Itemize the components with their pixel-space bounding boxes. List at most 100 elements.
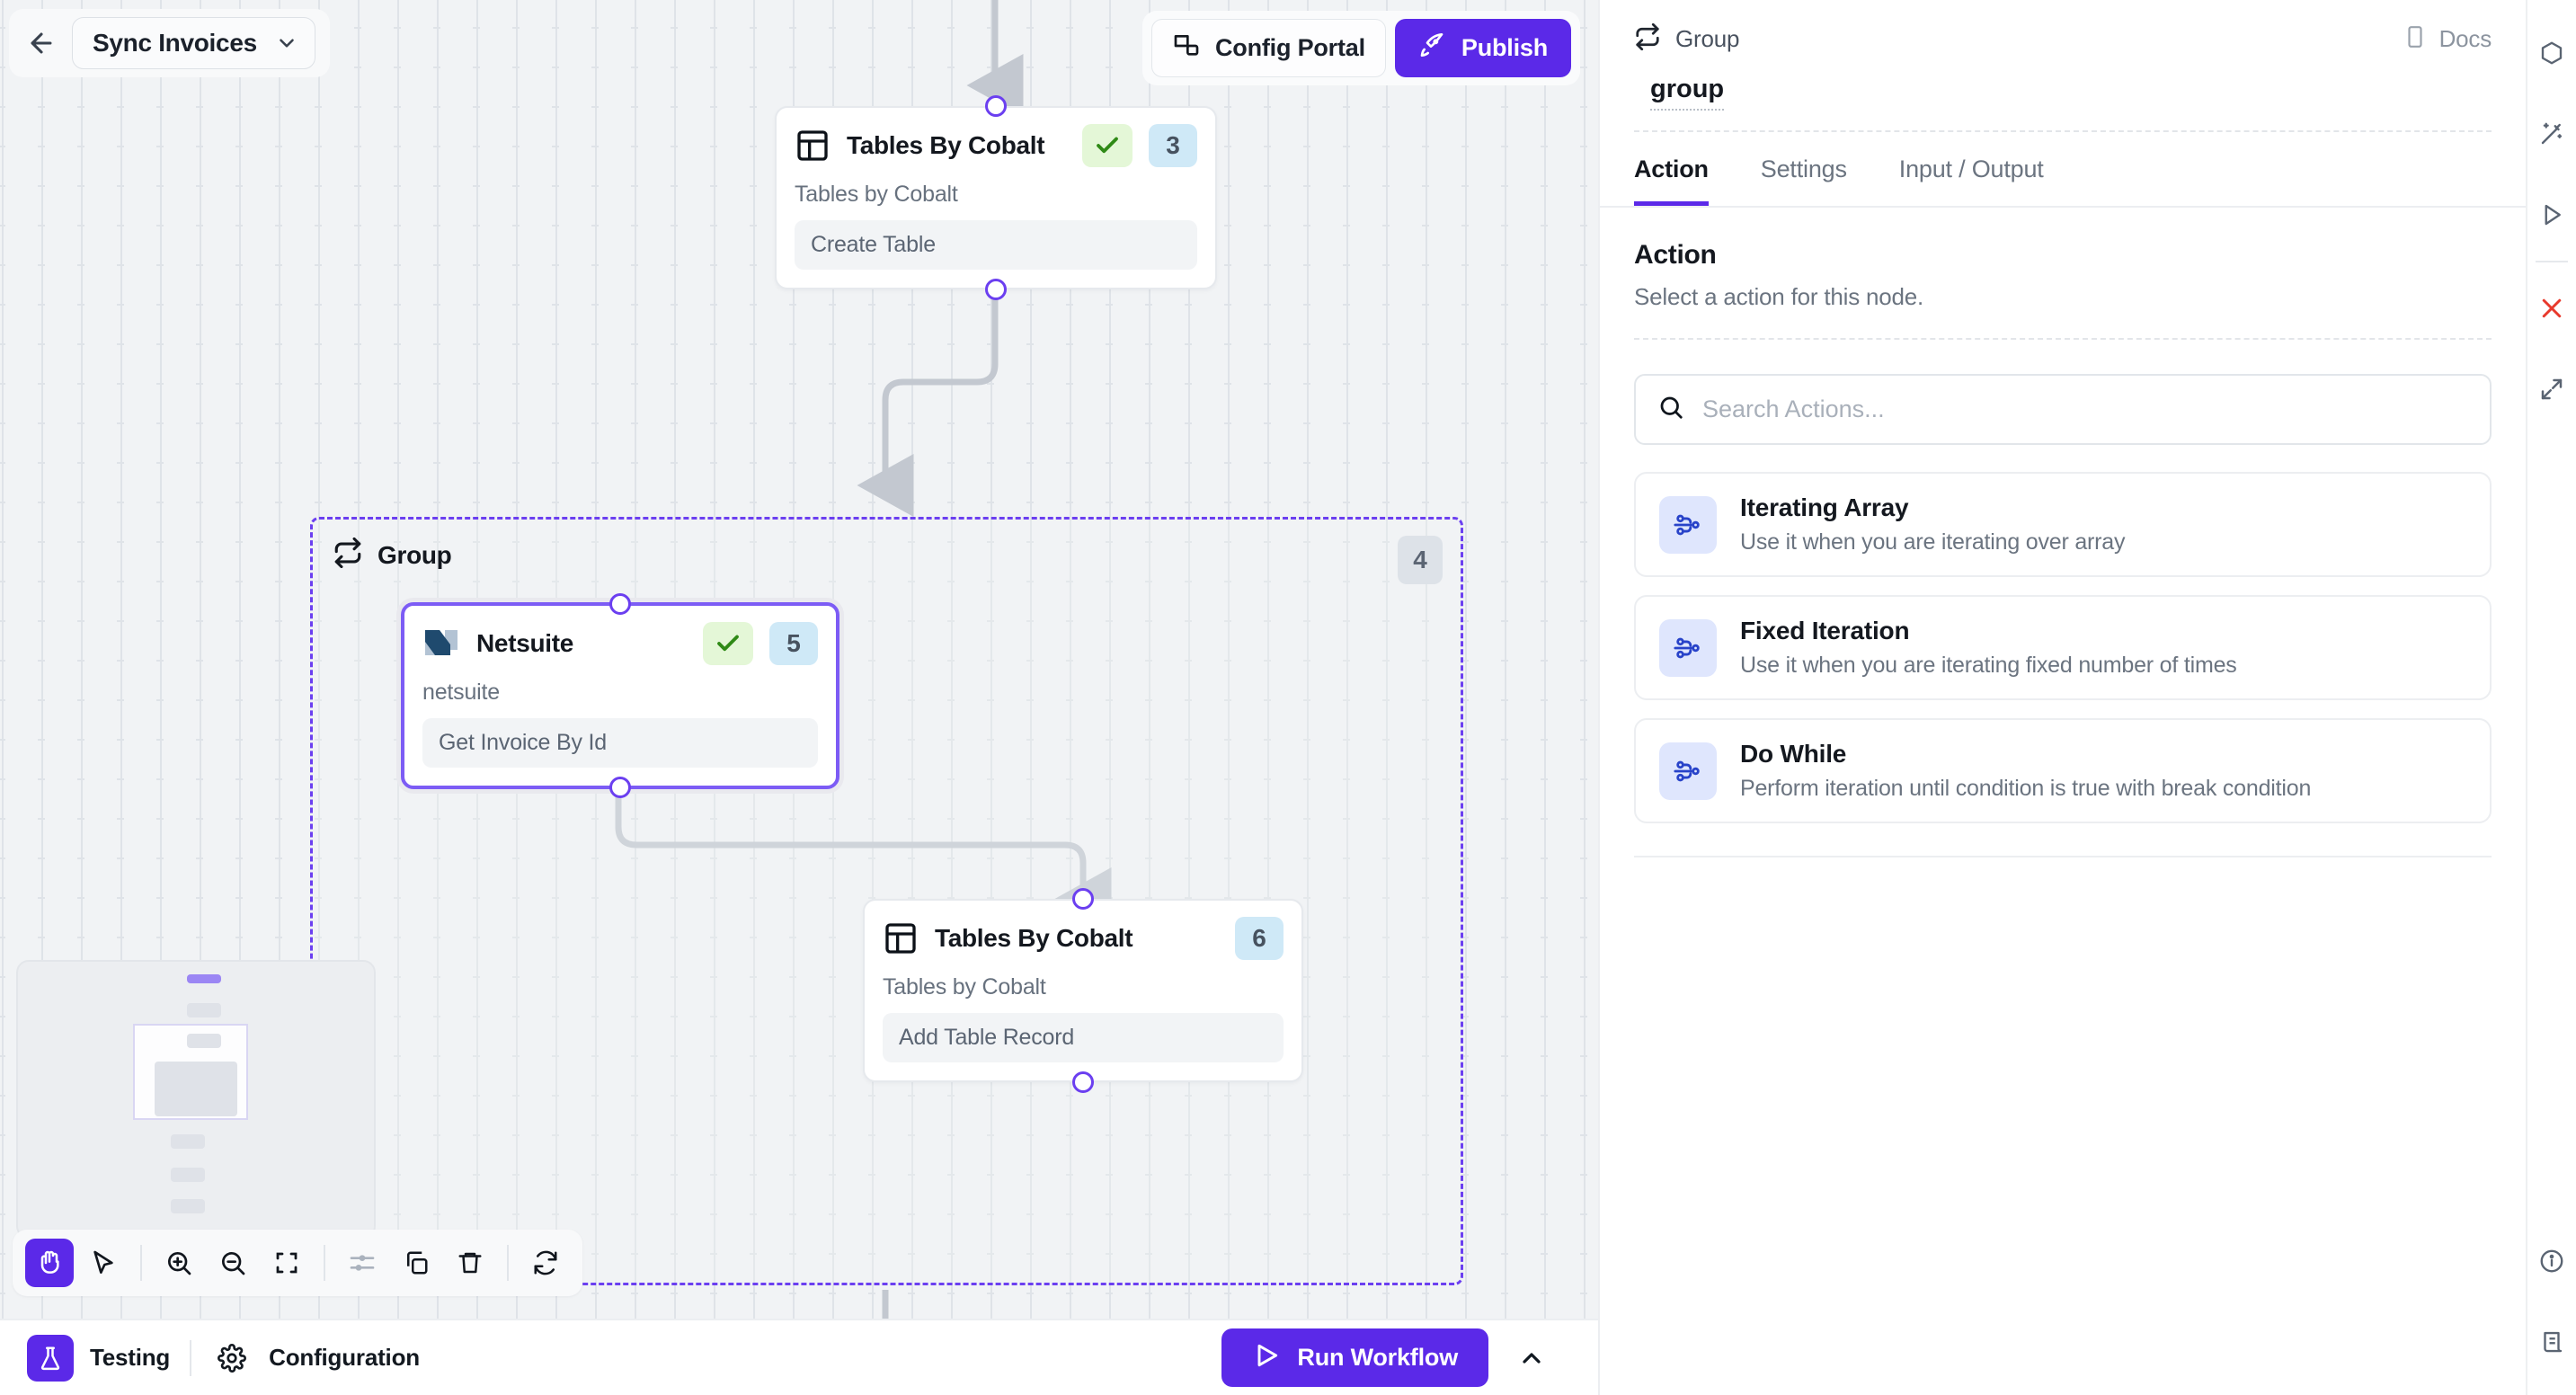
node-port-top[interactable]: [1072, 888, 1094, 910]
action-item-iterating-array[interactable]: Iterating Array Use it when you are iter…: [1634, 472, 2492, 577]
action-item-name: Fixed Iteration: [1740, 617, 1910, 644]
zoom-out-icon[interactable]: [209, 1239, 257, 1287]
magic-wand-icon[interactable]: [2527, 93, 2576, 174]
minimap-node: [187, 1034, 221, 1048]
run-workflow-button[interactable]: Run Workflow: [1221, 1328, 1488, 1387]
tables-by-cobalt-icon: [795, 128, 831, 164]
bottom-bar: Testing Configuration Run Workflow: [0, 1319, 1598, 1395]
node-title: Tables By Cobalt: [935, 924, 1133, 952]
configuration-tab[interactable]: Configuration: [269, 1344, 420, 1371]
node-port-bottom[interactable]: [609, 777, 631, 798]
node-port-top[interactable]: [609, 593, 631, 615]
workflow-select[interactable]: Sync Invoices: [72, 17, 315, 69]
iteration-icon: [1659, 618, 1717, 677]
right-rail: [2526, 0, 2576, 1395]
minimap-node: [171, 1199, 205, 1213]
panel-footer-rule: [1634, 856, 2492, 857]
loop-icon: [333, 537, 363, 573]
info-icon[interactable]: [2527, 1221, 2576, 1302]
close-icon[interactable]: [2527, 268, 2576, 349]
action-item-desc: Use it when you are iterating fixed numb…: [1740, 653, 2237, 678]
panel-kicker-label: Group: [1675, 25, 1740, 52]
panel-header: Group Docs group: [1600, 0, 2526, 132]
action-item-fixed-iteration[interactable]: Fixed Iteration Use it when you are iter…: [1634, 595, 2492, 700]
bottombar-divider: [190, 1339, 192, 1376]
chevron-up-icon[interactable]: [1517, 1344, 1546, 1373]
top-actions: Config Portal Publish: [1142, 11, 1580, 85]
node-tables-by-cobalt-3[interactable]: Tables By Cobalt 3 Tables by Cobalt Crea…: [775, 95, 1217, 300]
gear-icon[interactable]: [211, 1337, 253, 1379]
fit-view-icon[interactable]: [262, 1239, 311, 1287]
node-tables-by-cobalt-6[interactable]: Tables By Cobalt 6 Tables by Cobalt Add …: [863, 888, 1303, 1093]
node-port-top[interactable]: [985, 95, 1007, 117]
node-port-bottom[interactable]: [985, 279, 1007, 300]
group-label: Group: [378, 540, 452, 569]
minimap-node: [187, 1003, 221, 1017]
tables-by-cobalt-icon: [883, 920, 919, 956]
publish-button[interactable]: Publish: [1394, 19, 1571, 77]
action-item-name: Iterating Array: [1740, 493, 1909, 521]
play-icon[interactable]: [2527, 174, 2576, 255]
node-title: Tables By Cobalt: [847, 131, 1045, 159]
loop-icon: [1634, 22, 1661, 55]
expand-icon[interactable]: [2527, 349, 2576, 430]
action-item-do-while[interactable]: Do While Perform iteration until conditi…: [1634, 718, 2492, 823]
cursor-icon[interactable]: [79, 1239, 128, 1287]
tab-action[interactable]: Action: [1634, 155, 1709, 206]
hand-icon[interactable]: [25, 1239, 74, 1287]
action-item-name: Do While: [1740, 740, 1847, 768]
flask-icon[interactable]: [27, 1334, 74, 1382]
node-header: Tables By Cobalt 3: [795, 124, 1197, 167]
back-button[interactable]: [23, 25, 59, 61]
canvas-column: Group 4 Tables By Cobalt 3: [0, 0, 1598, 1395]
search-actions-field[interactable]: [1634, 374, 2492, 445]
chevron-down-icon: [275, 31, 298, 55]
node-port-bottom[interactable]: [1072, 1071, 1094, 1093]
rail-divider: [2536, 261, 2568, 262]
hexagon-icon[interactable]: [2527, 13, 2576, 93]
node-config-panel: Group Docs group Action Settings Input /…: [1598, 0, 2526, 1395]
action-item-text: Do While Perform iteration until conditi…: [1740, 740, 2311, 802]
publish-label: Publish: [1461, 34, 1548, 61]
config-portal-button[interactable]: Config Portal: [1151, 19, 1386, 77]
docs-link[interactable]: Docs: [2403, 25, 2492, 53]
node-subtitle: netsuite: [422, 680, 500, 705]
node-number-badge: 6: [1235, 917, 1284, 960]
action-item-desc: Perform iteration until condition is tru…: [1740, 776, 2312, 801]
tab-settings[interactable]: Settings: [1760, 155, 1847, 182]
panel-kicker-left: Group: [1634, 22, 1740, 55]
node-number-badge: 5: [769, 622, 818, 665]
iteration-icon: [1659, 495, 1717, 554]
minimap-node: [171, 1134, 205, 1149]
node-action-field[interactable]: Create Table: [795, 220, 1197, 270]
toolbar-divider: [140, 1245, 142, 1281]
node-name-field[interactable]: group: [1650, 75, 1725, 111]
testing-tab[interactable]: Testing: [90, 1344, 171, 1371]
align-icon[interactable]: [338, 1239, 386, 1287]
copy-icon[interactable]: [392, 1239, 440, 1287]
toolbar-divider: [324, 1245, 325, 1281]
book-icon: [2403, 25, 2427, 53]
logs-icon[interactable]: [2527, 1302, 2576, 1382]
group-number-badge: 4: [1398, 536, 1443, 584]
node-subtitle: Tables by Cobalt: [795, 182, 958, 207]
workflow-name: Sync Invoices: [93, 29, 257, 57]
search-input[interactable]: [1702, 395, 2468, 423]
minimap[interactable]: [16, 960, 376, 1239]
node-netsuite-5[interactable]: Netsuite 5 netsuite Get Invoice By Id: [401, 593, 839, 798]
node-action-field[interactable]: Get Invoice By Id: [422, 718, 818, 768]
node-subtitle: Tables by Cobalt: [883, 974, 1046, 1000]
panel-divider: [1634, 130, 2492, 132]
refresh-icon[interactable]: [521, 1239, 570, 1287]
tab-input-output[interactable]: Input / Output: [1898, 155, 2044, 182]
panel-body: Action Select a action for this node.: [1600, 208, 2526, 823]
node-title: Netsuite: [476, 629, 574, 657]
group-header: Group: [333, 537, 452, 573]
trash-icon[interactable]: [446, 1239, 494, 1287]
zoom-in-icon[interactable]: [155, 1239, 203, 1287]
minimap-node: [155, 1062, 237, 1116]
node-action-field[interactable]: Add Table Record: [883, 1013, 1284, 1062]
node-header: Netsuite 5: [422, 622, 818, 665]
iteration-icon: [1659, 742, 1717, 800]
canvas-toolbar: [13, 1230, 582, 1296]
